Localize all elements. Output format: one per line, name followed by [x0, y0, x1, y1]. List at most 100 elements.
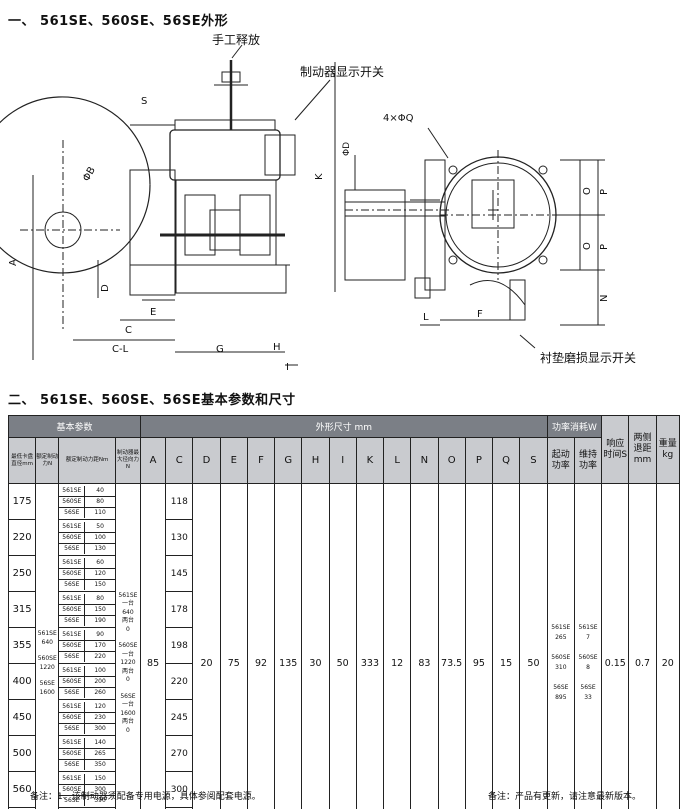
header-N: N	[410, 437, 439, 484]
model-name: 560SE	[60, 496, 86, 507]
model-name: 56SE	[60, 651, 86, 662]
label-brake-display: 制动器显示开关	[300, 65, 384, 79]
cell-start-power-line	[548, 674, 573, 684]
rated-force-line	[37, 672, 58, 680]
cell-E: 75	[219, 483, 248, 809]
model-torque: 90	[96, 631, 104, 638]
header-weight: 重量kg	[655, 415, 681, 484]
section-title-params: 二、 561SE、560SE、56SE基本参数和尺寸	[8, 393, 296, 408]
model-torque: 220	[94, 653, 106, 660]
cell-C: 145	[165, 555, 194, 592]
params-table: 基本参数 外形尺寸 mm 功率消耗W 响应时间S 两侧退距mm 重量kg 最低卡…	[7, 415, 681, 809]
dim-O2: O	[582, 242, 593, 250]
header-diam: 最低卡盘直径mm	[7, 437, 37, 484]
dim-I: I	[286, 362, 289, 373]
cell-Q: 15	[491, 483, 521, 809]
dim-E: E	[150, 307, 156, 318]
model-torque: 265	[94, 750, 106, 757]
cell-C: 335	[165, 807, 194, 809]
max-radial-line: 560SE	[118, 642, 138, 650]
header-start-power: 起动功率	[546, 437, 575, 484]
header-F: F	[246, 437, 276, 484]
model-torque: 300	[94, 786, 106, 793]
cell-diam: 630	[7, 807, 37, 809]
max-radial-line: 两台	[121, 617, 134, 625]
max-radial-line: 0	[126, 726, 130, 734]
header-I: I	[328, 437, 357, 484]
max-radial-line: 640	[122, 608, 134, 616]
header-max-radial: 制动器最大径向力N	[114, 437, 142, 484]
model-torque: 60	[96, 559, 104, 566]
model-torque: 100	[94, 534, 106, 541]
model-torque: 140	[94, 739, 106, 746]
model-torque: 150	[94, 775, 106, 782]
dim-G: G	[216, 344, 224, 355]
cell-diam: 355	[7, 627, 37, 664]
cell-A: 85	[140, 483, 167, 809]
model-name: 560SE	[60, 676, 86, 687]
model-torque: 150	[94, 606, 106, 613]
cell-hold-power-line: 8	[586, 663, 590, 671]
header-hold-power: 维持功率	[573, 437, 603, 484]
max-radial-line	[116, 634, 139, 642]
cell-start-power-line: 56SE	[553, 683, 569, 691]
max-radial-line: 1220	[120, 659, 136, 667]
cell-start-power-line: 265	[555, 633, 567, 641]
model-name: 56SE	[60, 615, 86, 626]
model-name: 560SE	[60, 604, 86, 615]
rated-force-line: 1600	[39, 688, 55, 696]
model-torque: 50	[96, 523, 104, 530]
cell-C: 118	[165, 483, 194, 520]
model-name: 561SE	[60, 557, 86, 568]
params-table-wrap: 基本参数 外形尺寸 mm 功率消耗W 响应时间S 两侧退距mm 重量kg 最低卡…	[7, 415, 681, 809]
dim-H: H	[273, 342, 281, 353]
cell-O: 73.5	[437, 483, 466, 809]
rated-force-line	[37, 647, 58, 655]
max-radial-line: 一台	[121, 701, 134, 709]
cell-models: 561SE180560SE34056SE440	[58, 807, 116, 809]
header-P: P	[464, 437, 493, 484]
max-radial-line: 0	[126, 676, 130, 684]
cell-C: 178	[165, 591, 194, 628]
model-name: 560SE	[60, 712, 86, 723]
header-rated-torque: 额定制动力距Nm	[58, 437, 116, 484]
dim-F: F	[477, 309, 483, 320]
header-gap: 两侧退距mm	[628, 415, 657, 484]
model-name: 56SE	[60, 795, 86, 806]
header-E: E	[219, 437, 248, 484]
cell-diam: 315	[7, 591, 37, 628]
model-torque: 80	[96, 498, 104, 505]
model-torque: 300	[94, 725, 106, 732]
model-torque: 260	[94, 689, 106, 696]
model-torque: 390	[94, 797, 106, 804]
cell-C: 198	[165, 627, 194, 664]
max-radial-line: 56SE	[120, 692, 136, 700]
model-name: 561SE	[60, 701, 86, 712]
dim-phiD: ΦD	[342, 142, 352, 156]
cell-C: 270	[165, 735, 194, 772]
max-radial-line: 1600	[120, 709, 136, 717]
model-name: 561SE	[60, 521, 86, 532]
model-name: 560SE	[60, 640, 86, 651]
outline-drawing: 手工释放 制动器显示开关 衬垫磨损显示开关 4×ΦQ S ΦB A D E C …	[0, 32, 636, 373]
cell-diam: 175	[7, 483, 37, 520]
dim-O1: O	[582, 187, 593, 195]
header-L: L	[383, 437, 412, 484]
model-torque: 230	[94, 714, 106, 721]
model-torque: 130	[94, 545, 106, 552]
model-torque: 150	[94, 581, 106, 588]
cell-C: 130	[165, 519, 194, 556]
header-A: A	[140, 437, 167, 484]
label-manual-release: 手工释放	[212, 32, 260, 47]
